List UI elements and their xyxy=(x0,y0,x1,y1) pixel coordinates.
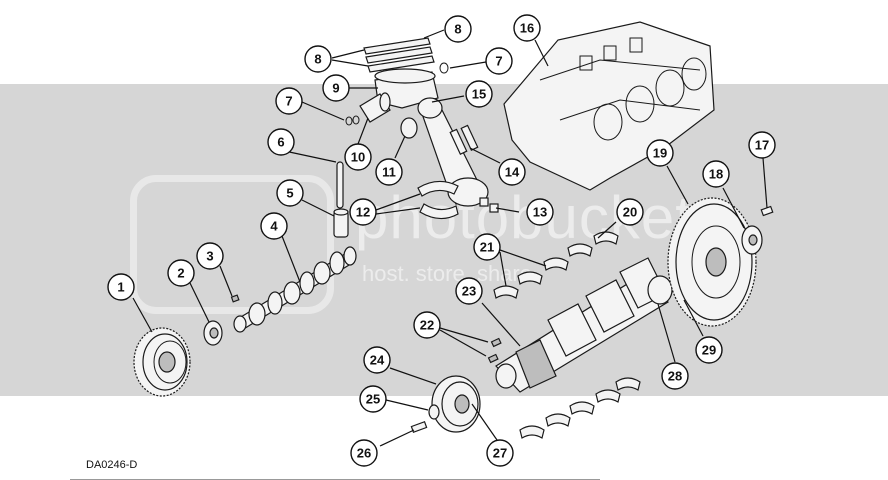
callout-1: 1 xyxy=(107,273,135,301)
callout-24: 24 xyxy=(363,346,391,374)
callout-6: 6 xyxy=(267,128,295,156)
svg-text:15: 15 xyxy=(472,87,486,102)
callout-7: 7 xyxy=(275,87,303,115)
svg-text:13: 13 xyxy=(533,205,547,220)
callout-29: 29 xyxy=(695,336,723,364)
callout-11: 11 xyxy=(375,158,403,186)
svg-text:8: 8 xyxy=(454,22,461,37)
svg-text:19: 19 xyxy=(653,146,667,161)
leader-lines xyxy=(132,29,768,447)
piston-pin-retainer xyxy=(345,62,449,126)
svg-text:23: 23 xyxy=(462,284,476,299)
svg-text:12: 12 xyxy=(356,205,370,220)
svg-text:14: 14 xyxy=(505,165,520,180)
svg-text:24: 24 xyxy=(370,353,385,368)
svg-text:10: 10 xyxy=(351,150,365,165)
svg-text:2: 2 xyxy=(177,266,184,281)
callout-26: 26 xyxy=(350,439,378,467)
flexplate xyxy=(667,197,757,327)
callout-17: 17 xyxy=(748,131,776,159)
piston xyxy=(374,68,439,109)
svg-text:17: 17 xyxy=(755,138,769,153)
svg-text:25: 25 xyxy=(366,392,380,407)
crank-keys xyxy=(487,337,502,364)
svg-text:7: 7 xyxy=(495,54,502,69)
main-bearings-upper xyxy=(493,231,619,299)
callout-2: 2 xyxy=(167,259,195,287)
svg-text:16: 16 xyxy=(520,21,534,36)
callout-10: 10 xyxy=(344,143,372,171)
callout-18: 18 xyxy=(702,160,730,188)
flexplate-reinforcement xyxy=(741,225,763,255)
svg-text:29: 29 xyxy=(702,343,716,358)
pin-bushing xyxy=(400,117,418,139)
rod-bearing-halves xyxy=(417,180,459,220)
callout-21: 21 xyxy=(473,233,501,261)
callout-4: 4 xyxy=(260,212,288,240)
main-bearings-lower xyxy=(519,377,641,439)
timing-gear xyxy=(133,327,191,397)
pushrod xyxy=(336,161,344,209)
callout-3: 3 xyxy=(196,242,224,270)
svg-text:21: 21 xyxy=(480,240,494,255)
svg-text:28: 28 xyxy=(668,369,682,384)
svg-text:11: 11 xyxy=(382,165,396,180)
callout-27: 27 xyxy=(486,439,514,467)
callout-12: 12 xyxy=(349,198,377,226)
svg-text:27: 27 xyxy=(493,446,507,461)
damper-washer xyxy=(428,404,440,420)
svg-text:20: 20 xyxy=(623,205,637,220)
callout-8: 8 xyxy=(304,45,332,73)
flexplate-bolt xyxy=(760,205,774,217)
svg-text:26: 26 xyxy=(357,446,371,461)
callout-16: 16 xyxy=(513,14,541,42)
svg-text:8: 8 xyxy=(314,52,321,67)
svg-text:18: 18 xyxy=(709,167,723,182)
piston-pin xyxy=(359,92,391,123)
callout-22: 22 xyxy=(413,311,441,339)
callout-5: 5 xyxy=(276,179,304,207)
camshaft-key xyxy=(230,294,240,303)
svg-text:9: 9 xyxy=(332,81,339,96)
rod-nut xyxy=(479,197,499,213)
svg-text:4: 4 xyxy=(270,219,278,234)
callout-19: 19 xyxy=(646,139,674,167)
callout-14: 14 xyxy=(498,158,526,186)
callout-9: 9 xyxy=(322,74,350,102)
callout-23: 23 xyxy=(455,277,483,305)
piston-rings xyxy=(363,37,435,73)
svg-text:5: 5 xyxy=(286,186,293,201)
callout-7: 7 xyxy=(485,47,513,75)
damper-bolt xyxy=(410,421,428,433)
rod-bolt xyxy=(449,124,479,155)
crankshaft xyxy=(495,257,673,393)
callout-8: 8 xyxy=(444,15,472,43)
svg-text:7: 7 xyxy=(285,94,292,109)
svg-text:6: 6 xyxy=(277,135,284,150)
svg-text:3: 3 xyxy=(206,249,213,264)
callout-13: 13 xyxy=(526,198,554,226)
figure-code: DA0246-D xyxy=(86,459,138,471)
callout-15: 15 xyxy=(465,80,493,108)
valve-lifter xyxy=(333,208,349,238)
camshaft xyxy=(233,246,357,333)
connecting-rod xyxy=(417,97,489,207)
svg-text:1: 1 xyxy=(117,280,124,295)
svg-text:22: 22 xyxy=(420,318,434,333)
spacer-washer xyxy=(203,320,223,346)
callout-28: 28 xyxy=(661,362,689,390)
engine-block xyxy=(503,21,715,191)
callout-25: 25 xyxy=(359,385,387,413)
crankshaft-damper xyxy=(431,375,481,433)
callout-20: 20 xyxy=(616,198,644,226)
